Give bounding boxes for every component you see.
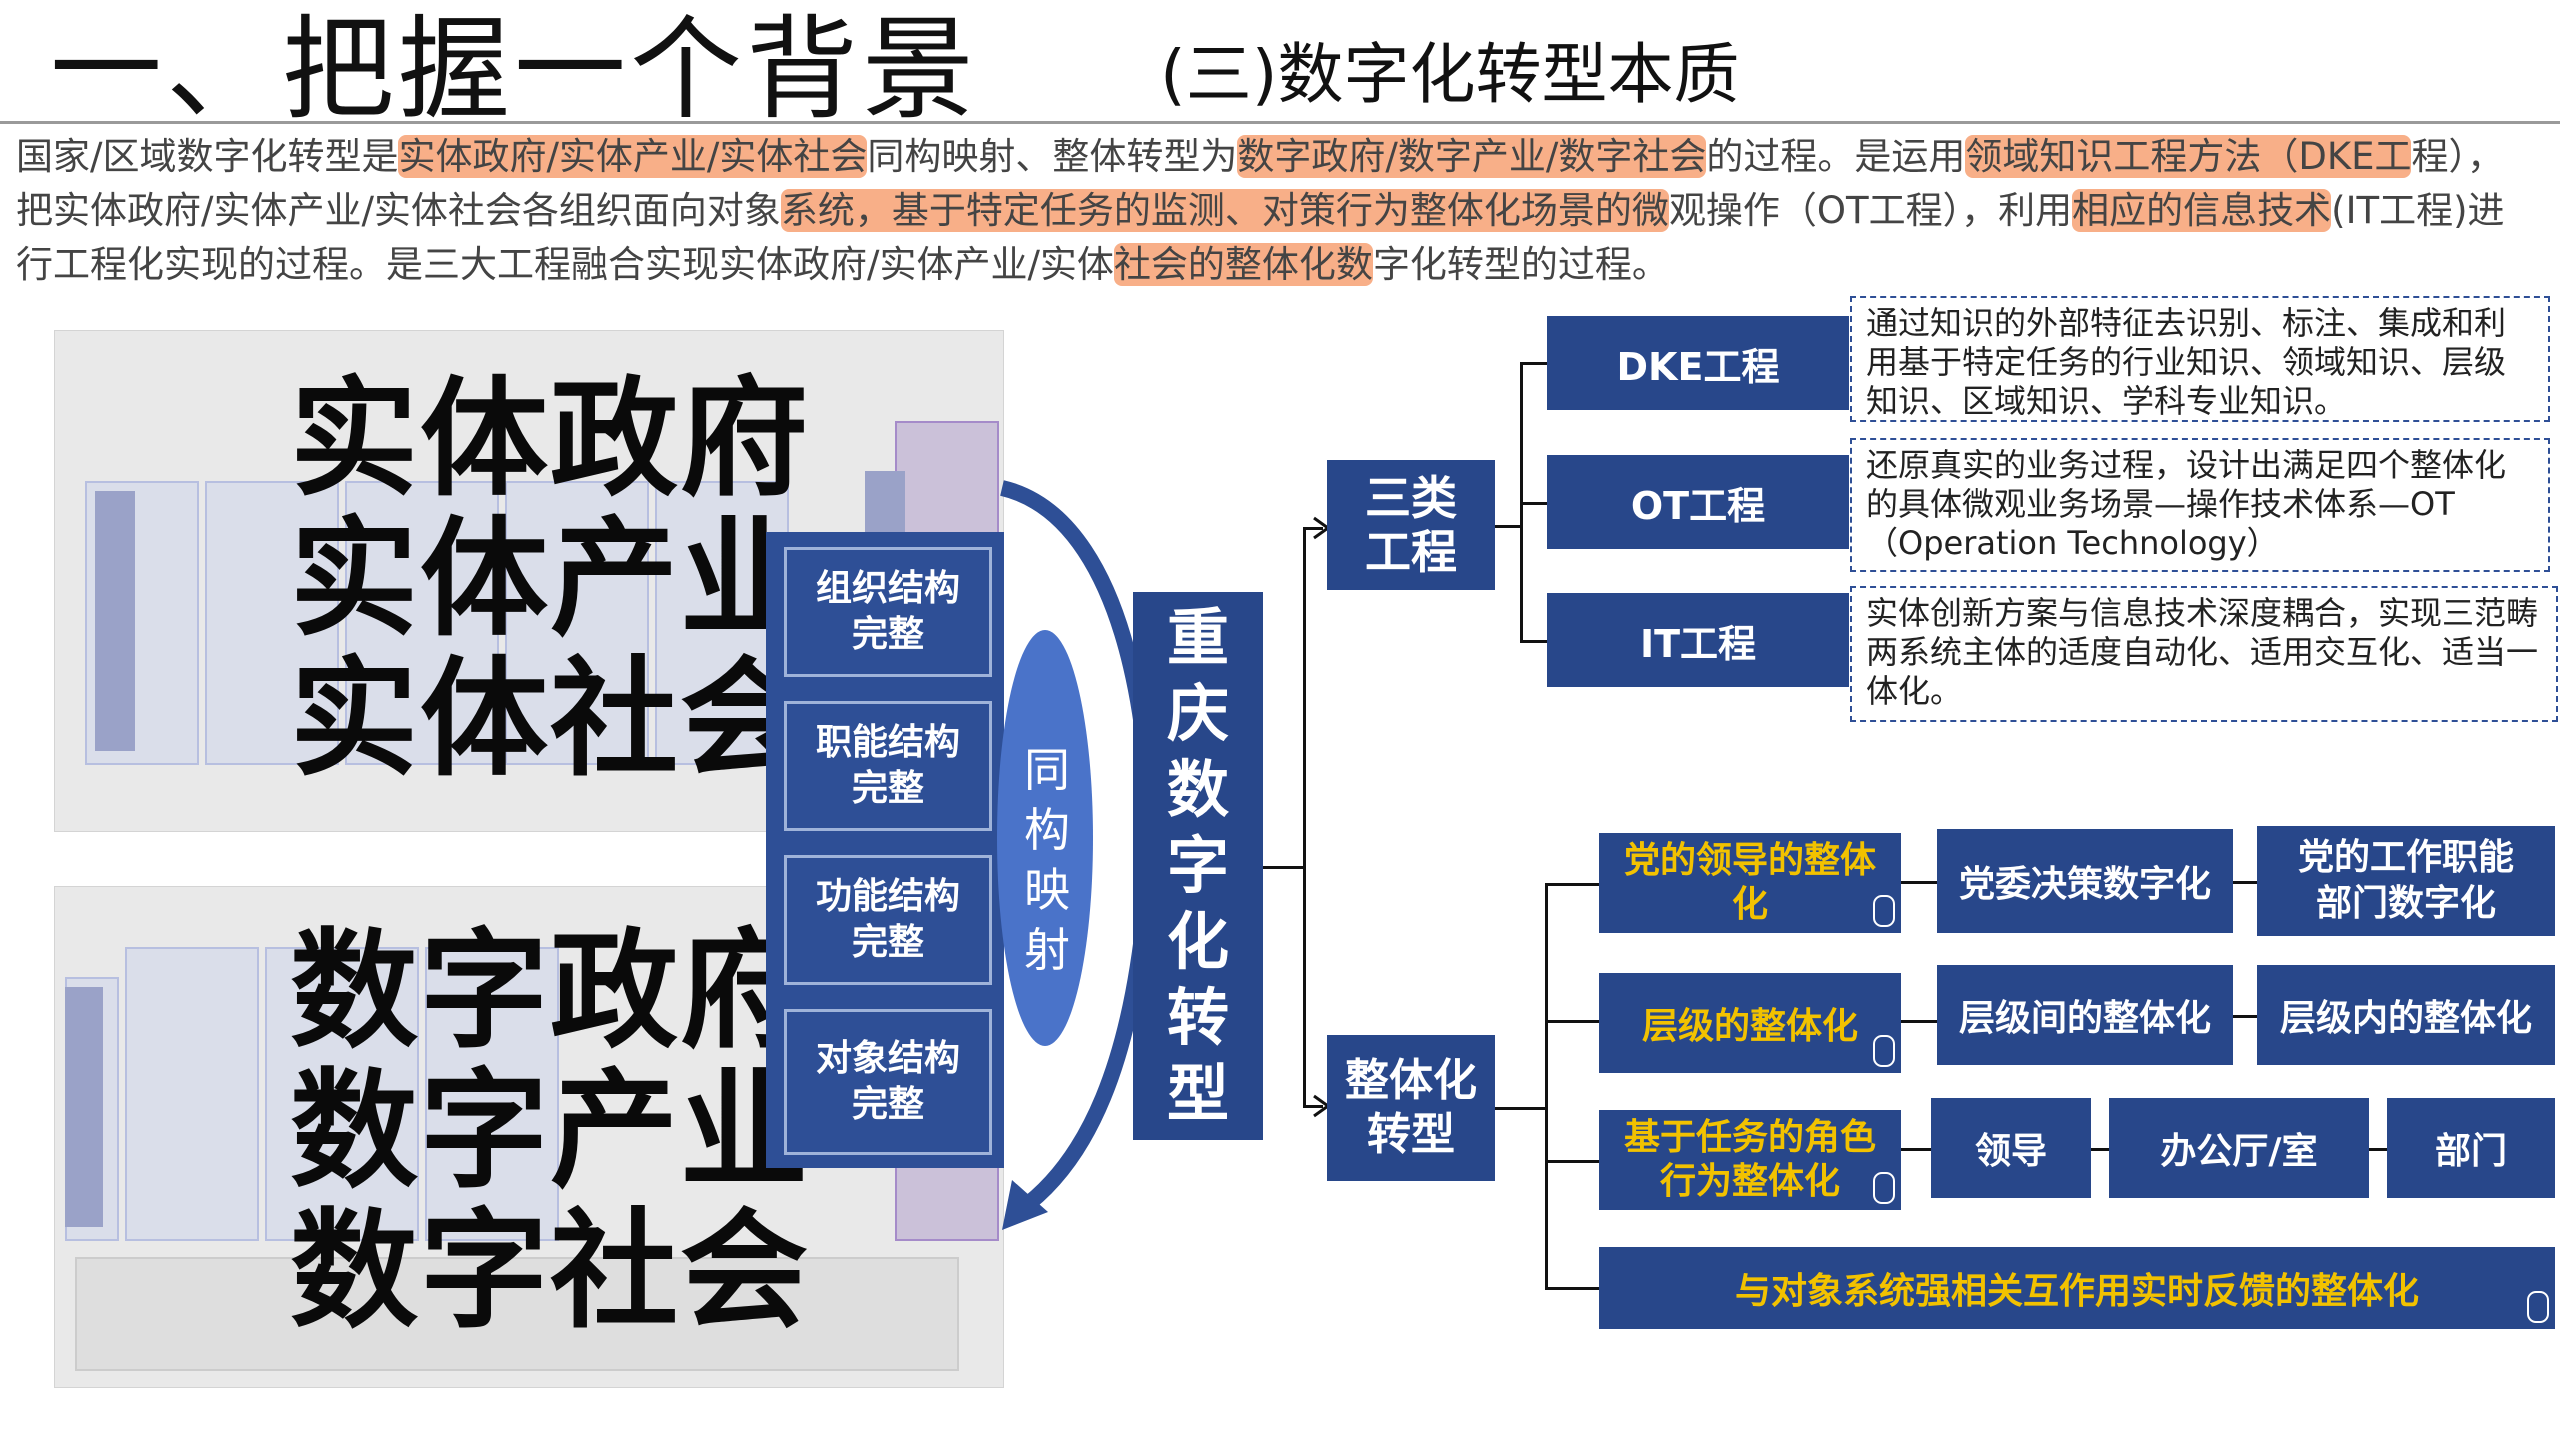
center-chongqing-box: 重庆数字化转型 xyxy=(1133,592,1263,1140)
task-role-holistic: 基于任务的角色行为整体化 xyxy=(1599,1110,1901,1210)
capability-structure-box: 功能结构完整 xyxy=(784,855,992,985)
mouse-icon xyxy=(1873,1035,1895,1067)
physical-line-2: 实体产业 xyxy=(290,505,811,654)
intro-highlight: 实体政府/实体产业/实体社会 xyxy=(398,135,868,178)
it-description: 实体创新方案与信息技术深度耦合，实现三范畴两系统主体的适度自动化、适用交互化、适… xyxy=(1850,586,2558,722)
mapping-label: 同构映射 xyxy=(1024,743,1070,977)
function-structure-box: 职能结构完整 xyxy=(784,701,992,831)
intro-text: 程），把实体政府/实体产业/实体社会各组织面向对象 xyxy=(16,135,2504,232)
intro-highlight: 相应的信息技术 xyxy=(2072,189,2332,232)
it-engineering-box: IT工程 xyxy=(1547,593,1849,687)
three-engineering-box: 三类工程 xyxy=(1327,460,1495,590)
inter-level-holistic: 层级间的整体化 xyxy=(1937,965,2233,1065)
level-holistic: 层级的整体化 xyxy=(1599,973,1901,1073)
digital-entities-text: 数字政府 数字产业 数字社会 xyxy=(290,922,810,1342)
connector xyxy=(1303,527,1306,1107)
role-office: 办公厅/室 xyxy=(2109,1098,2369,1198)
intro-highlight: 数字政府/数字产业/数字社会 xyxy=(1237,135,1707,178)
object-structure-box: 对象结构完整 xyxy=(784,1009,992,1155)
intro-text: 国家/区域数字化转型是 xyxy=(16,135,399,178)
physical-line-3: 实体社会 xyxy=(290,645,811,794)
mouse-icon xyxy=(2527,1291,2549,1323)
mouse-icon xyxy=(1873,895,1895,927)
role-leader: 领导 xyxy=(1931,1098,2091,1198)
party-committee-digitization: 党委决策数字化 xyxy=(1937,829,2233,933)
connector xyxy=(1303,527,1323,530)
intro-highlight: 领域知识工程方法（DKE工 xyxy=(1965,135,2412,178)
intro-text: 字化转型的过程。 xyxy=(1372,243,1669,286)
intro-paragraph: 国家/区域数字化转型是实体政府/实体产业/实体社会同构映射、整体转型为数字政府/… xyxy=(16,130,2536,292)
intro-highlight: 系统，基于特定任务的监测、对策行为整体化场景的微 xyxy=(780,189,1669,232)
title-divider xyxy=(0,121,2560,124)
realtime-feedback-holistic: 与对象系统强相关互作用实时反馈的整体化 xyxy=(1599,1247,2555,1329)
intro-highlight: 社会的整体化数 xyxy=(1113,243,1373,286)
page-title: 一、把握一个背景 xyxy=(50,5,978,135)
digital-line-1: 数字政府 xyxy=(290,917,811,1066)
digital-line-2: 数字产业 xyxy=(290,1057,811,1206)
dke-engineering-box: DKE工程 xyxy=(1547,316,1849,410)
physical-entities-text: 实体政府 实体产业 实体社会 xyxy=(290,370,810,790)
intro-text: (IT工程)进行工程化实现的过程。是三大工程融合实现实体政府/实体产业/实体 xyxy=(16,189,2505,286)
connector xyxy=(1263,866,1303,869)
physical-line-1: 实体政府 xyxy=(290,365,811,514)
holistic-transformation-box: 整体化转型 xyxy=(1327,1035,1495,1181)
connector xyxy=(1303,1105,1323,1108)
intro-text: 的过程。是运用 xyxy=(1706,135,1966,178)
dke-description: 通过知识的外部特征去识别、标注、集成和利用基于特定任务的行业知识、领域知识、层级… xyxy=(1850,296,2550,422)
intra-level-holistic: 层级内的整体化 xyxy=(2257,965,2555,1065)
intro-text: 观操作（OT工程），利用 xyxy=(1668,189,2073,232)
page-subtitle: (三)数字化转型本质 xyxy=(1160,36,1740,113)
role-department: 部门 xyxy=(2387,1098,2555,1198)
party-work-dept-digitization: 党的工作职能部门数字化 xyxy=(2257,826,2555,936)
intro-text: 同构映射、整体转型为 xyxy=(867,135,1238,178)
ot-engineering-box: OT工程 xyxy=(1547,455,1849,549)
ot-description: 还原真实的业务过程，设计出满足四个整体化的具体微观业务场景—操作技术体系—OT（… xyxy=(1850,438,2550,572)
org-structure-box: 组织结构完整 xyxy=(784,547,992,677)
digital-line-3: 数字社会 xyxy=(290,1197,811,1346)
mouse-icon xyxy=(1873,1172,1895,1204)
party-leadership-holistic: 党的领导的整体化 xyxy=(1599,833,1901,933)
